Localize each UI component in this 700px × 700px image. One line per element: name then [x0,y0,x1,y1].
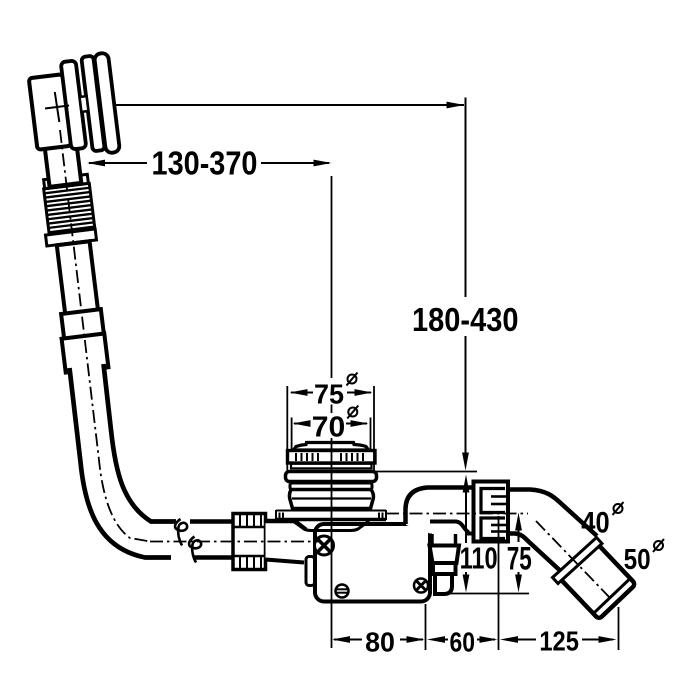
svg-text:125: 125 [539,626,579,657]
svg-text:60: 60 [450,627,476,658]
svg-text:130-370: 130-370 [152,145,258,182]
svg-text:80: 80 [365,627,395,658]
svg-text:110: 110 [460,541,498,576]
svg-text:50: 50 [624,544,651,576]
svg-text:75: 75 [314,379,344,410]
svg-text:180-430: 180-430 [412,301,519,338]
svg-text:70: 70 [312,412,346,444]
svg-text:75: 75 [507,541,532,577]
svg-text:40: 40 [581,507,609,540]
